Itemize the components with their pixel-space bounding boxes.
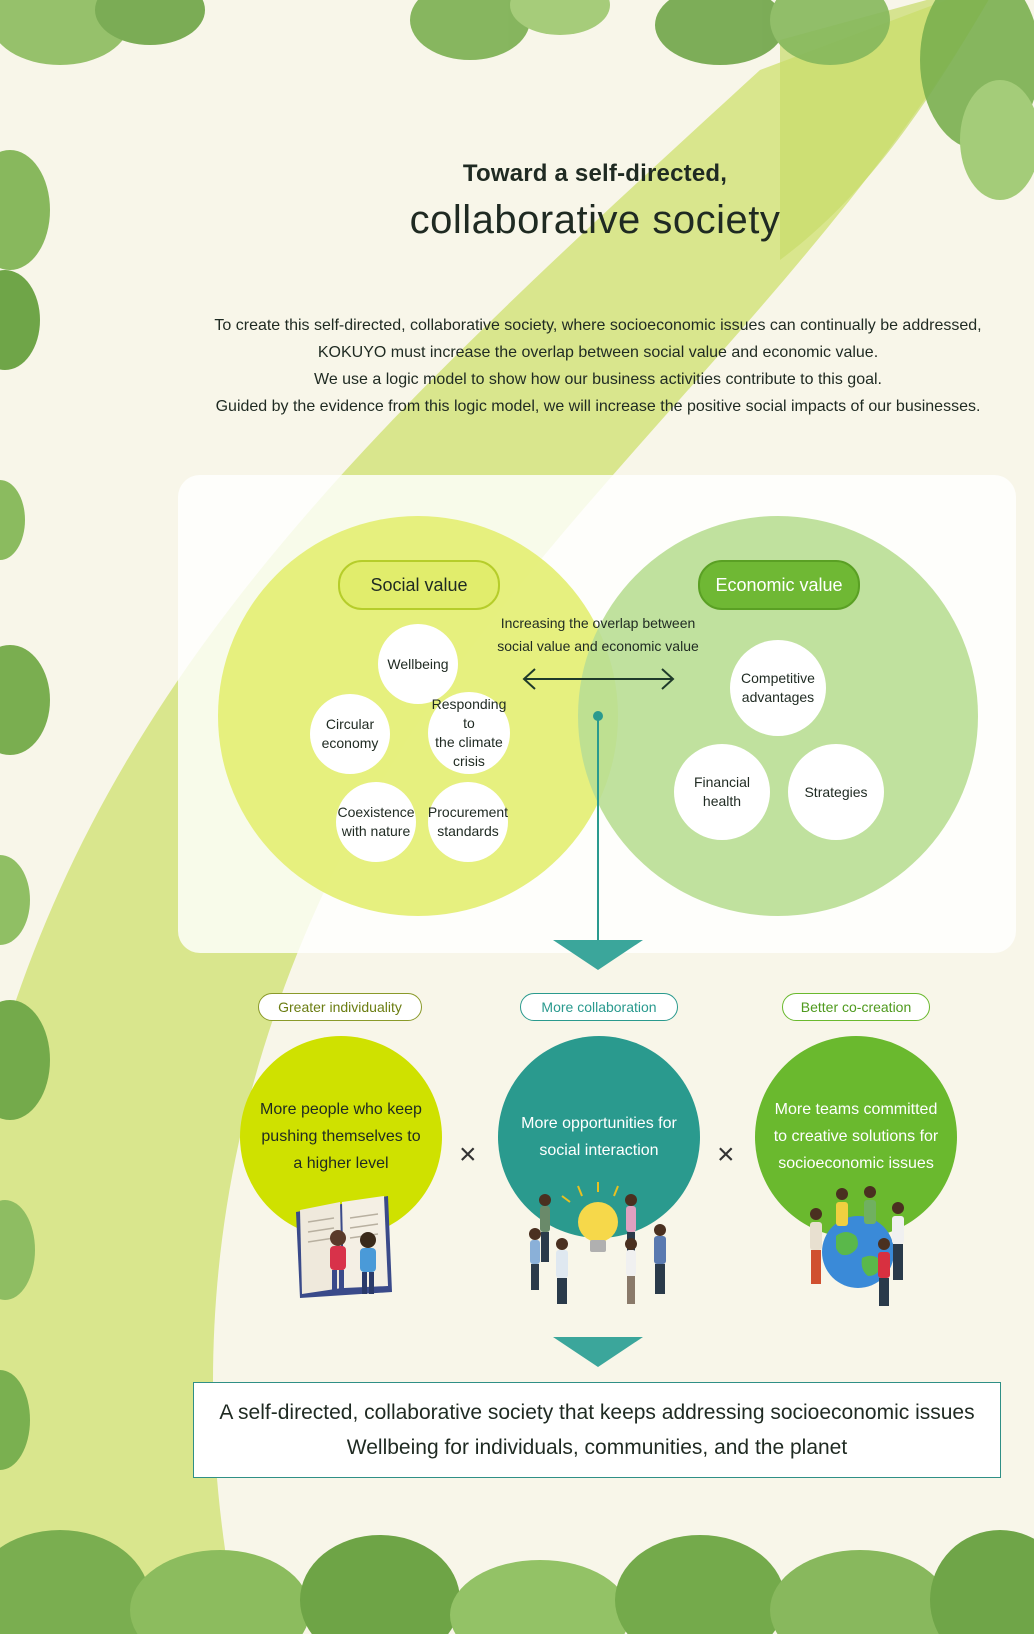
intro-line: KOKUYO must increase the overlap between… <box>317 344 879 361</box>
conclusion-box: A self-directed, collaborative society t… <box>193 1382 1001 1478</box>
bottom-leaves-decoration <box>0 1530 1034 1634</box>
intro-paragraph: To create this self-directed, collaborat… <box>150 312 1034 420</box>
outcome-circle-co-creation: More teams committed to creative solutio… <box>755 1036 957 1238</box>
overlap-label-line: social value and economic value <box>497 638 699 654</box>
outcome-circle-individuality: More people who keep pushing themselves … <box>240 1036 442 1238</box>
title-line-2: collaborative society <box>409 198 781 242</box>
bubble-competitive-advantages: Competitive advantages <box>730 640 826 736</box>
title-line-1: Toward a self-directed, <box>462 160 728 187</box>
outcome-text: social interaction <box>539 1142 659 1159</box>
bubble-text: Coexistence <box>337 804 415 820</box>
bubble-text: the climate crisis <box>435 734 503 769</box>
bubble-text: Procurement <box>427 804 509 820</box>
lightbulb-illustration <box>529 1182 666 1304</box>
tag-more-collaboration: More collaboration <box>520 993 678 1021</box>
bubble-strategies: Strategies <box>788 744 884 840</box>
social-value-circle <box>218 516 618 916</box>
bubble-coexistence-nature: Coexistence with nature <box>336 782 416 862</box>
intro-line: To create this self-directed, collaborat… <box>214 317 982 334</box>
intro-line: We use a logic model to show how our bus… <box>314 371 882 388</box>
outcome-text: socioeconomic issues <box>778 1155 934 1172</box>
bubble-text: health <box>702 793 742 809</box>
bubble-text: Circular <box>325 716 375 732</box>
bubble-text: Financial <box>693 774 751 790</box>
outcome-text: More people who keep <box>260 1101 422 1118</box>
outcome-text: More teams committed <box>774 1101 938 1118</box>
tag-greater-individuality: Greater individuality <box>258 993 422 1021</box>
tag-better-co-creation: Better co-creation <box>782 993 930 1021</box>
down-arrow-2 <box>553 1337 643 1367</box>
bubble-text: Competitive <box>741 670 815 686</box>
bubble-circular-economy: Circular economy <box>310 694 390 774</box>
overlap-label-line: Increasing the overlap between <box>500 615 696 631</box>
conclusion-line: Wellbeing for individuals, communities, … <box>346 1436 848 1459</box>
bubble-text: economy <box>321 735 379 751</box>
bubble-text: Wellbeing <box>387 655 449 672</box>
bubble-text: with nature <box>341 823 411 839</box>
top-leaves-decoration <box>0 0 1034 200</box>
times-symbol: × <box>459 1138 477 1171</box>
outcome-text: More opportunities for <box>521 1115 677 1132</box>
bubble-text: standards <box>437 823 499 839</box>
intro-line: Guided by the evidence from this logic m… <box>215 398 981 415</box>
bubble-text: Strategies <box>804 783 868 800</box>
bubble-procurement-standards: Procurement standards <box>428 782 508 862</box>
conclusion-line: A self-directed, collaborative society t… <box>219 1401 975 1424</box>
social-value-label: Social value <box>338 560 500 610</box>
left-leaves-decoration <box>0 150 50 1470</box>
bubble-text: advantages <box>741 689 815 705</box>
overlap-label: Increasing the overlap between social va… <box>468 612 728 658</box>
overlap-arrow <box>522 668 675 690</box>
book-illustration <box>296 1196 392 1298</box>
bubble-wellbeing: Wellbeing <box>378 624 458 704</box>
economic-value-label: Economic value <box>698 560 860 610</box>
globe-illustration <box>810 1186 904 1306</box>
times-symbol: × <box>717 1138 735 1171</box>
outcome-text: to creative solutions for <box>773 1128 939 1145</box>
outcome-text: pushing themselves to <box>261 1128 421 1145</box>
bubble-text: Responding to <box>431 696 507 731</box>
outcome-text: a higher level <box>293 1155 389 1172</box>
bubble-financial-health: Financial health <box>674 744 770 840</box>
down-arrow-1 <box>553 940 643 970</box>
